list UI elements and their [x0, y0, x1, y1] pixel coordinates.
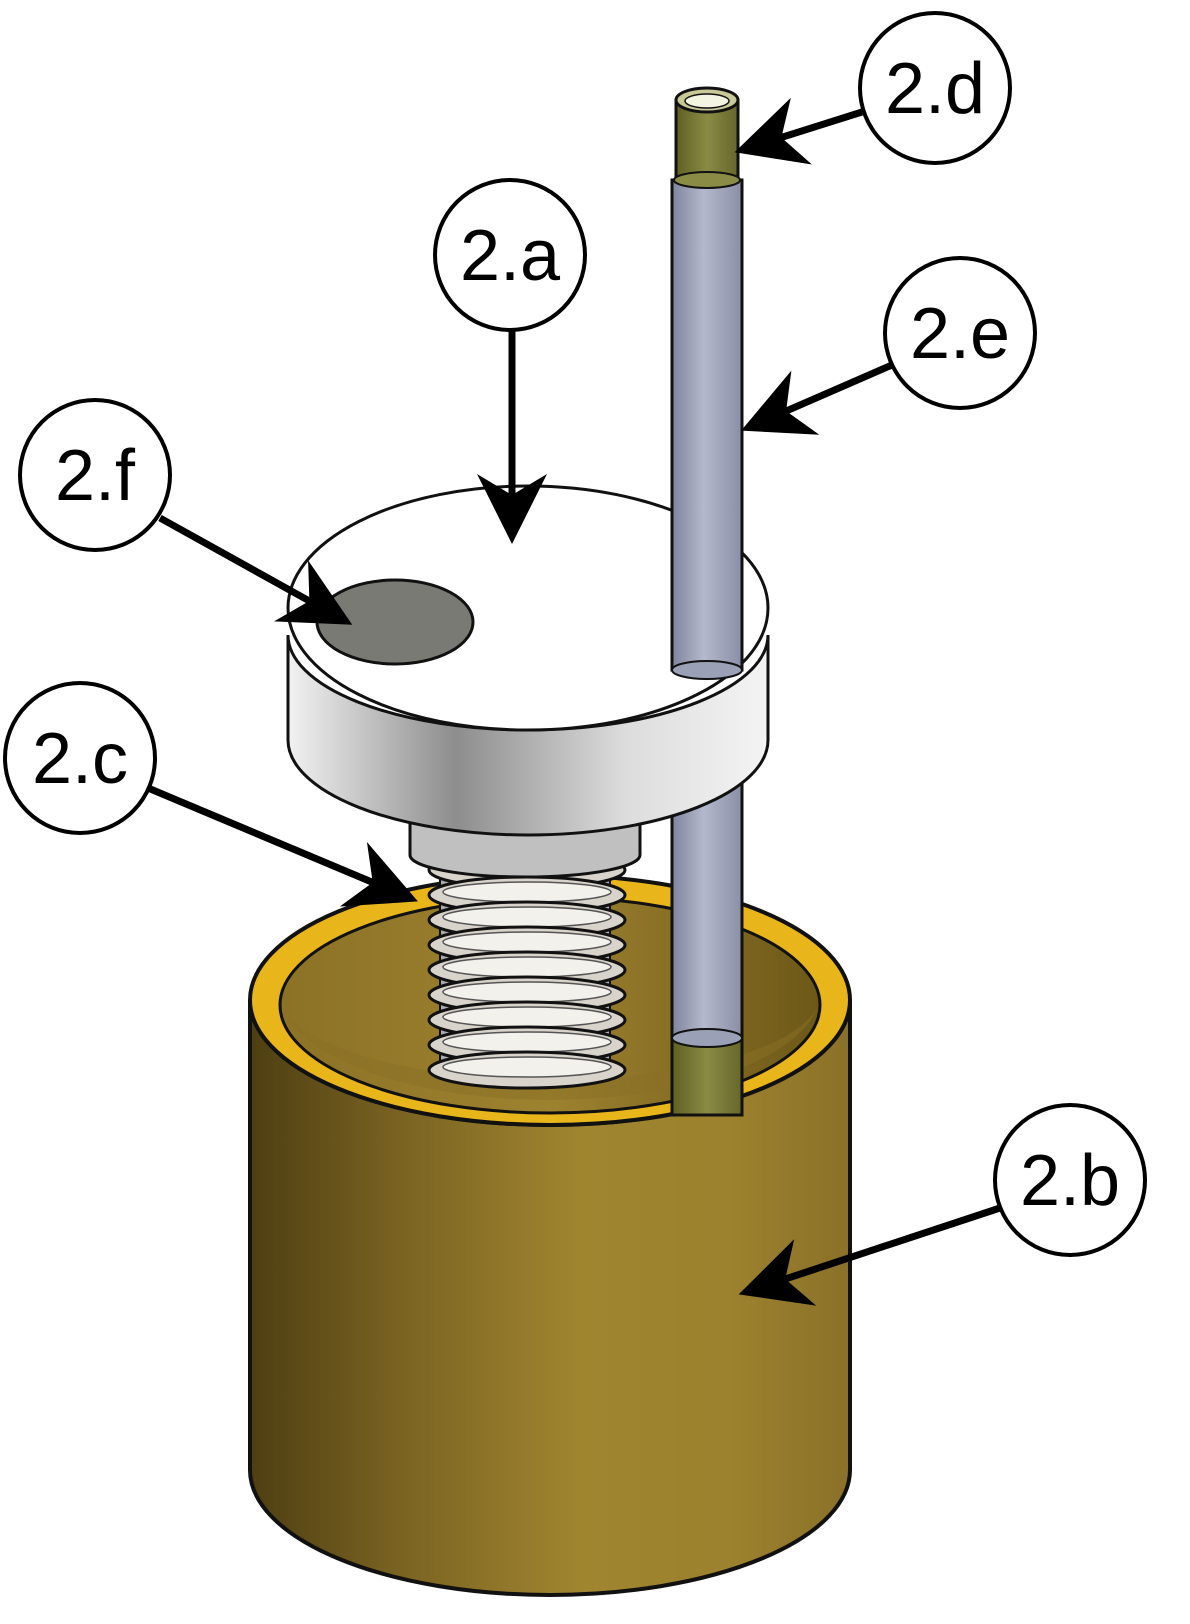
guide-rod-upper [670, 86, 744, 680]
callout-2c: 2.c [3, 681, 157, 835]
arrow-2f [158, 514, 353, 625]
callout-label: 2.b [1020, 1141, 1120, 1221]
callout-2d: 2.d [858, 11, 1012, 165]
leader-arrows [146, 97, 1002, 1306]
spring-coil-highlight [442, 1006, 612, 1028]
spring-coil-highlight [442, 906, 612, 928]
spring-coil-highlight [442, 981, 612, 1003]
callout-2b: 2.b [993, 1103, 1147, 1257]
arrow-2c [146, 784, 418, 907]
spring-coil-highlight [442, 931, 612, 953]
callout-label: 2.c [32, 719, 128, 799]
callout-label: 2.f [55, 436, 136, 516]
spring [427, 839, 627, 1090]
sample-hole [315, 578, 475, 666]
spring-coil-highlight [442, 1056, 612, 1078]
callout-2f: 2.f [18, 398, 172, 552]
arrow-2e [741, 361, 894, 435]
callout-label: 2.e [910, 294, 1010, 374]
callout-label: 2.d [885, 49, 985, 129]
arrow-2b [738, 1204, 1002, 1306]
spring-coil-highlight [442, 956, 612, 978]
callout-2a: 2.a [433, 178, 587, 332]
callout-label: 2.a [460, 216, 561, 296]
piston-disk [286, 484, 770, 879]
callout-2e: 2.e [883, 256, 1037, 410]
arrow-2d [734, 97, 864, 165]
spring-coil-highlight [442, 1031, 612, 1053]
spring-coil-highlight [442, 881, 612, 903]
